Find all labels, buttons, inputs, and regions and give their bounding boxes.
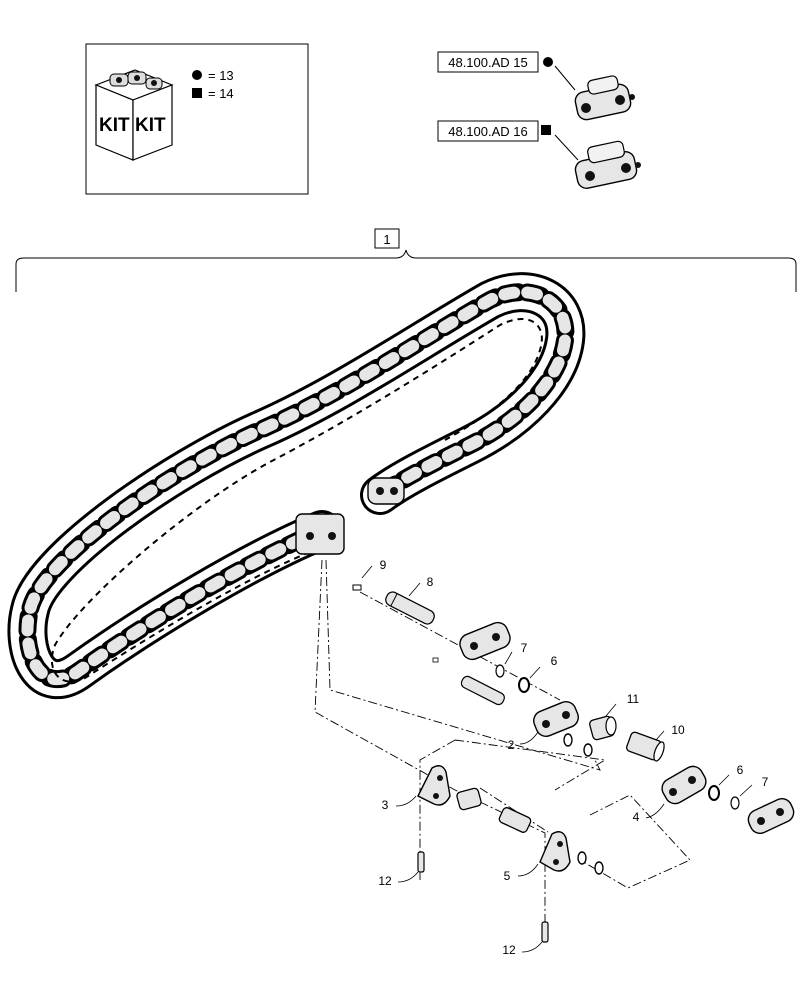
circle-marker-icon	[192, 70, 202, 80]
square-marker-icon	[541, 125, 551, 135]
callout-8: 8	[427, 575, 434, 589]
part-12-bolt-left[interactable]: 12	[378, 851, 425, 888]
reference-square[interactable]: 48.100.AD 16	[437, 120, 579, 161]
part-6-seal-lower[interactable]: 6	[708, 763, 744, 801]
chain-inner-loop	[50, 318, 543, 683]
part-3-half-link[interactable]: 3	[382, 765, 451, 812]
link-pin[interactable]	[432, 657, 506, 706]
kit-parts-icon	[109, 71, 163, 90]
callout-7-lower: 7	[762, 775, 769, 789]
part-2-link[interactable]: 2	[508, 699, 582, 752]
callout-10: 10	[671, 723, 685, 737]
assembly-label: 1	[383, 232, 390, 247]
part-4-link[interactable]: 4	[633, 763, 710, 824]
square-marker-icon	[192, 88, 202, 98]
callout-6-lower: 6	[737, 763, 744, 777]
part-12-bolt-right[interactable]: 12	[502, 921, 549, 957]
chain-outer-loop	[7, 272, 586, 700]
chain-tail-end	[367, 477, 405, 505]
part-6-seal[interactable]: 6	[518, 654, 558, 693]
track-chain	[7, 272, 586, 700]
callout-5: 5	[504, 869, 511, 883]
reference-circle[interactable]: 48.100.AD 15	[437, 51, 576, 91]
callout-9: 9	[380, 558, 387, 572]
reference-circle-label: 48.100.AD 15	[448, 55, 528, 70]
washer-pair	[563, 733, 593, 757]
kit-label-left: KIT	[99, 115, 130, 136]
kit-label-right: KIT	[135, 115, 166, 136]
callout-12-left: 12	[378, 874, 392, 888]
outer-link-plate-lower[interactable]	[745, 795, 797, 836]
callout-6-upper: 6	[551, 654, 558, 668]
assembly-bracket: 1	[15, 228, 797, 292]
part-5-half-link[interactable]: 5	[504, 831, 571, 883]
callout-4: 4	[633, 810, 640, 824]
callout-12-right: 12	[502, 943, 516, 957]
washer-pair-lower	[577, 851, 604, 875]
outer-link-plate[interactable]	[457, 620, 513, 663]
circle-legend-entry: = 13	[208, 68, 234, 83]
master-link-circle-icon	[574, 75, 635, 121]
part-8-pin[interactable]: 8	[384, 575, 437, 626]
circle-marker-icon	[543, 57, 553, 67]
part-9-pin[interactable]: 9	[352, 558, 387, 591]
callout-7-upper: 7	[521, 641, 528, 655]
chain-open-end	[295, 513, 345, 555]
part-11-bushing[interactable]: 11	[589, 692, 640, 741]
part-7-washer[interactable]: 7	[495, 641, 528, 678]
reference-square-label: 48.100.AD 16	[448, 124, 528, 139]
part-10-bushing[interactable]: 10	[626, 723, 685, 762]
callout-11: 11	[627, 692, 640, 706]
master-link-square-icon	[574, 140, 641, 189]
part-7-washer-lower[interactable]: 7	[730, 775, 769, 810]
bushing-pair	[456, 787, 532, 833]
callout-3: 3	[382, 798, 389, 812]
square-legend-entry: = 14	[208, 86, 234, 101]
kit-legend: KIT KIT = 13 = 14	[85, 43, 309, 195]
kit-box-icon: KIT KIT	[94, 69, 174, 161]
callout-2: 2	[508, 738, 515, 752]
